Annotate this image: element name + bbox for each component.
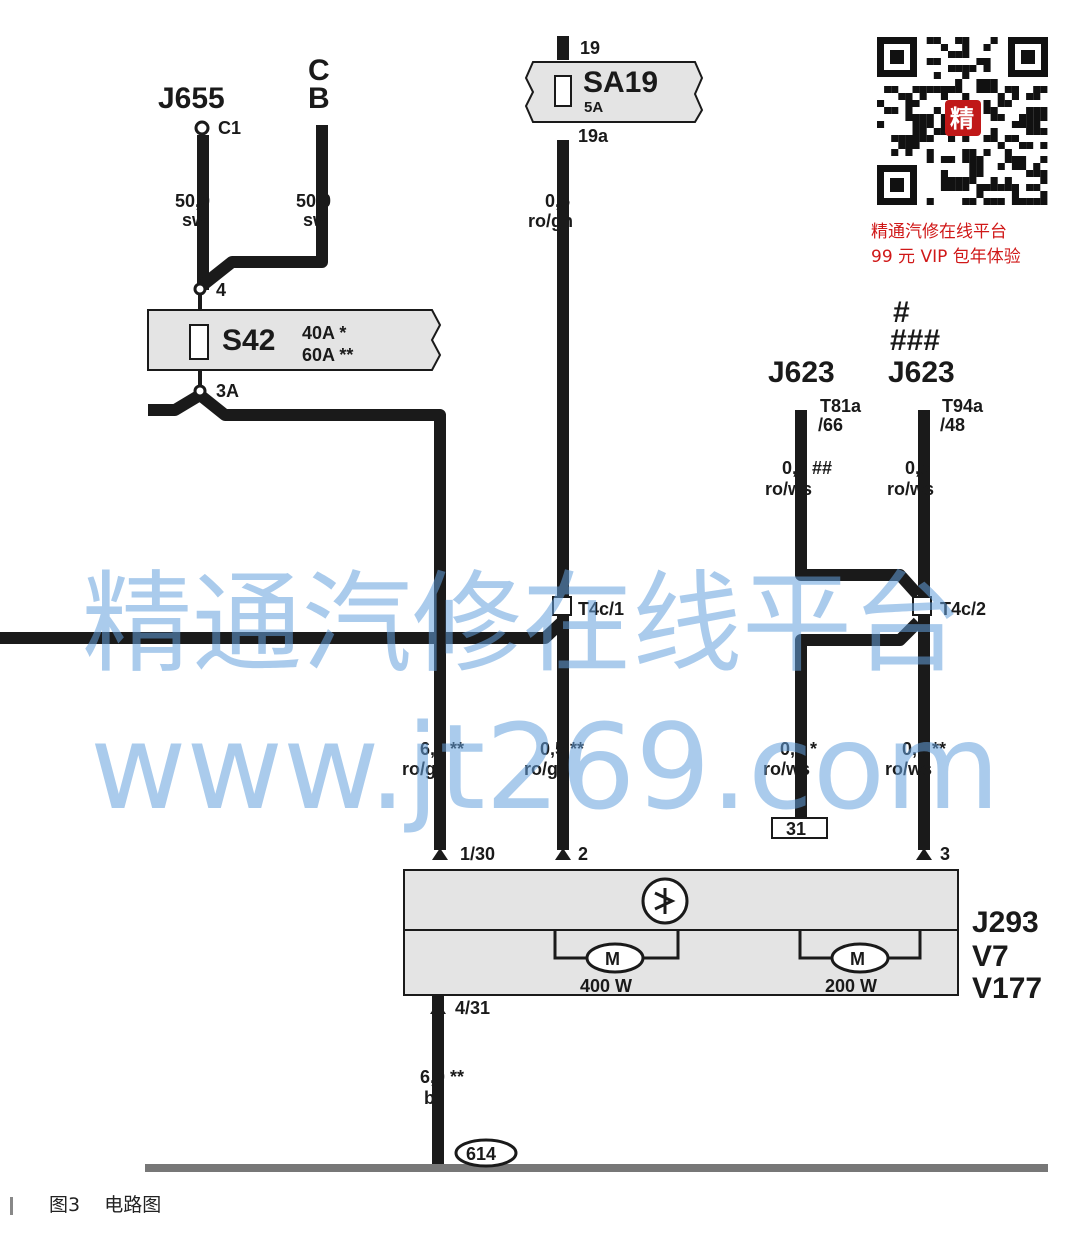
t4c1-label: T4c/1: [578, 599, 624, 619]
w60-color: ro/gn: [402, 759, 447, 779]
relay-symbol-mark: [654, 888, 676, 914]
gnd-size: 6,0 **: [420, 1067, 464, 1087]
wire2-color: sw: [303, 210, 328, 230]
qr-badge: 精: [950, 105, 974, 133]
pin2-label: 2: [578, 844, 588, 864]
qr-caption-2: 99 元 VIP 包年体验: [871, 247, 1021, 267]
wire-j623-a: [795, 410, 923, 600]
wire1-size: 50,0: [175, 191, 210, 211]
j623b-wire-color: ro/ws: [887, 479, 934, 499]
wires: [0, 36, 930, 1165]
s42-fuse-element: [189, 324, 209, 360]
j655-label: J655: [158, 82, 225, 115]
s42-fuse-box: [147, 309, 442, 371]
j623-b-label: J623: [888, 356, 955, 389]
j623a-wire-size: 0,5 ##: [782, 458, 832, 478]
wire2-size: 50,0: [296, 191, 331, 211]
sa19-fuse-element: [554, 75, 572, 107]
wire-3a-branch: [148, 389, 446, 850]
sa19-amp: 5A: [584, 99, 603, 116]
gnd-color: br: [424, 1088, 442, 1108]
s42-rating-a: 40A *: [302, 323, 346, 343]
watermark-line2: www.jt269.com: [90, 698, 1000, 836]
sa-wire-size: 0,5: [545, 191, 570, 211]
v7-label: V7: [972, 940, 1009, 973]
motor2-m: M: [850, 949, 865, 969]
hash1-label: #: [893, 296, 910, 329]
c1-terminal: [194, 120, 210, 136]
j293-label: J293: [972, 906, 1039, 939]
w05c-color: ro/ws: [885, 759, 932, 779]
c1-label: C1: [218, 118, 241, 138]
cb-bottom-label: B: [308, 82, 330, 115]
caption-bar: [10, 1196, 13, 1215]
wire-t4c2-branch: [795, 617, 923, 818]
box-31-label: 31: [786, 819, 806, 839]
caption-title: 电路图: [104, 1194, 162, 1216]
watermark-line1: 精通汽修在线平台: [82, 560, 962, 688]
sa19-label: SA19: [583, 66, 658, 99]
qr-code: 精: [875, 35, 1050, 207]
ground-bar: [145, 1164, 1048, 1172]
w05a-size: 0,5 **: [540, 739, 584, 759]
w05a-color: ro/gn: [524, 759, 569, 779]
w60-size: 6,0 **: [420, 739, 464, 759]
ground-614-label: 614: [466, 1144, 496, 1164]
s42-rating-b: 60A **: [302, 345, 353, 365]
sa-wire-color: ro/gn: [528, 211, 573, 231]
cb-top-label: C: [308, 54, 330, 87]
motor2-symbol: [830, 942, 890, 974]
motor1-power: 400 W: [580, 976, 632, 996]
pin1-30-label: 1/30: [460, 844, 495, 864]
pin3a-terminal: [193, 384, 207, 398]
w05b-color: ro/ws: [763, 759, 810, 779]
pin4-31-label: 4/31: [455, 998, 490, 1018]
wire1-color: sw: [182, 210, 207, 230]
t94a-pin: /48: [940, 415, 965, 435]
t81a-pin: /66: [818, 415, 843, 435]
hash3-label: ###: [890, 324, 940, 357]
caption-figure-number: 图3: [49, 1194, 81, 1216]
motor1-symbol: [585, 942, 645, 974]
j623a-wire-color: ro/ws: [765, 479, 812, 499]
qr-caption-1: 精通汽修在线平台: [871, 222, 1007, 242]
t81a-label: T81a: [820, 396, 862, 416]
pin3a-label: 3A: [216, 381, 239, 401]
pin4-label: 4: [216, 280, 226, 300]
v177-label: V177: [972, 972, 1042, 1005]
ground-614-badge: [454, 1138, 518, 1168]
figure-caption: 图3 电路图: [10, 1190, 161, 1217]
pin3-label: 3: [940, 844, 950, 864]
s42-label: S42: [222, 324, 275, 357]
w05c-size: 0,5 **: [902, 739, 946, 759]
motor1-m: M: [605, 949, 620, 969]
pin19-label: 19: [580, 38, 600, 58]
t94a-label: T94a: [942, 396, 984, 416]
module-pin-arrows: [430, 848, 932, 1014]
w05b-size: 0,5 *: [780, 739, 817, 759]
j623-a-label: J623: [768, 356, 835, 389]
box-31: [771, 817, 828, 839]
t4c2-connector: [912, 596, 932, 616]
pin19a-label: 19a: [578, 126, 609, 146]
pin4-terminal: [193, 282, 207, 296]
j623b-wire-size: 0,5: [905, 458, 930, 478]
t4c2-label: T4c/2: [940, 599, 986, 619]
motor2-power: 200 W: [825, 976, 877, 996]
wire-cb: [199, 125, 328, 290]
t4c1-connector: [552, 596, 572, 616]
wire-left-bus: [0, 617, 567, 644]
